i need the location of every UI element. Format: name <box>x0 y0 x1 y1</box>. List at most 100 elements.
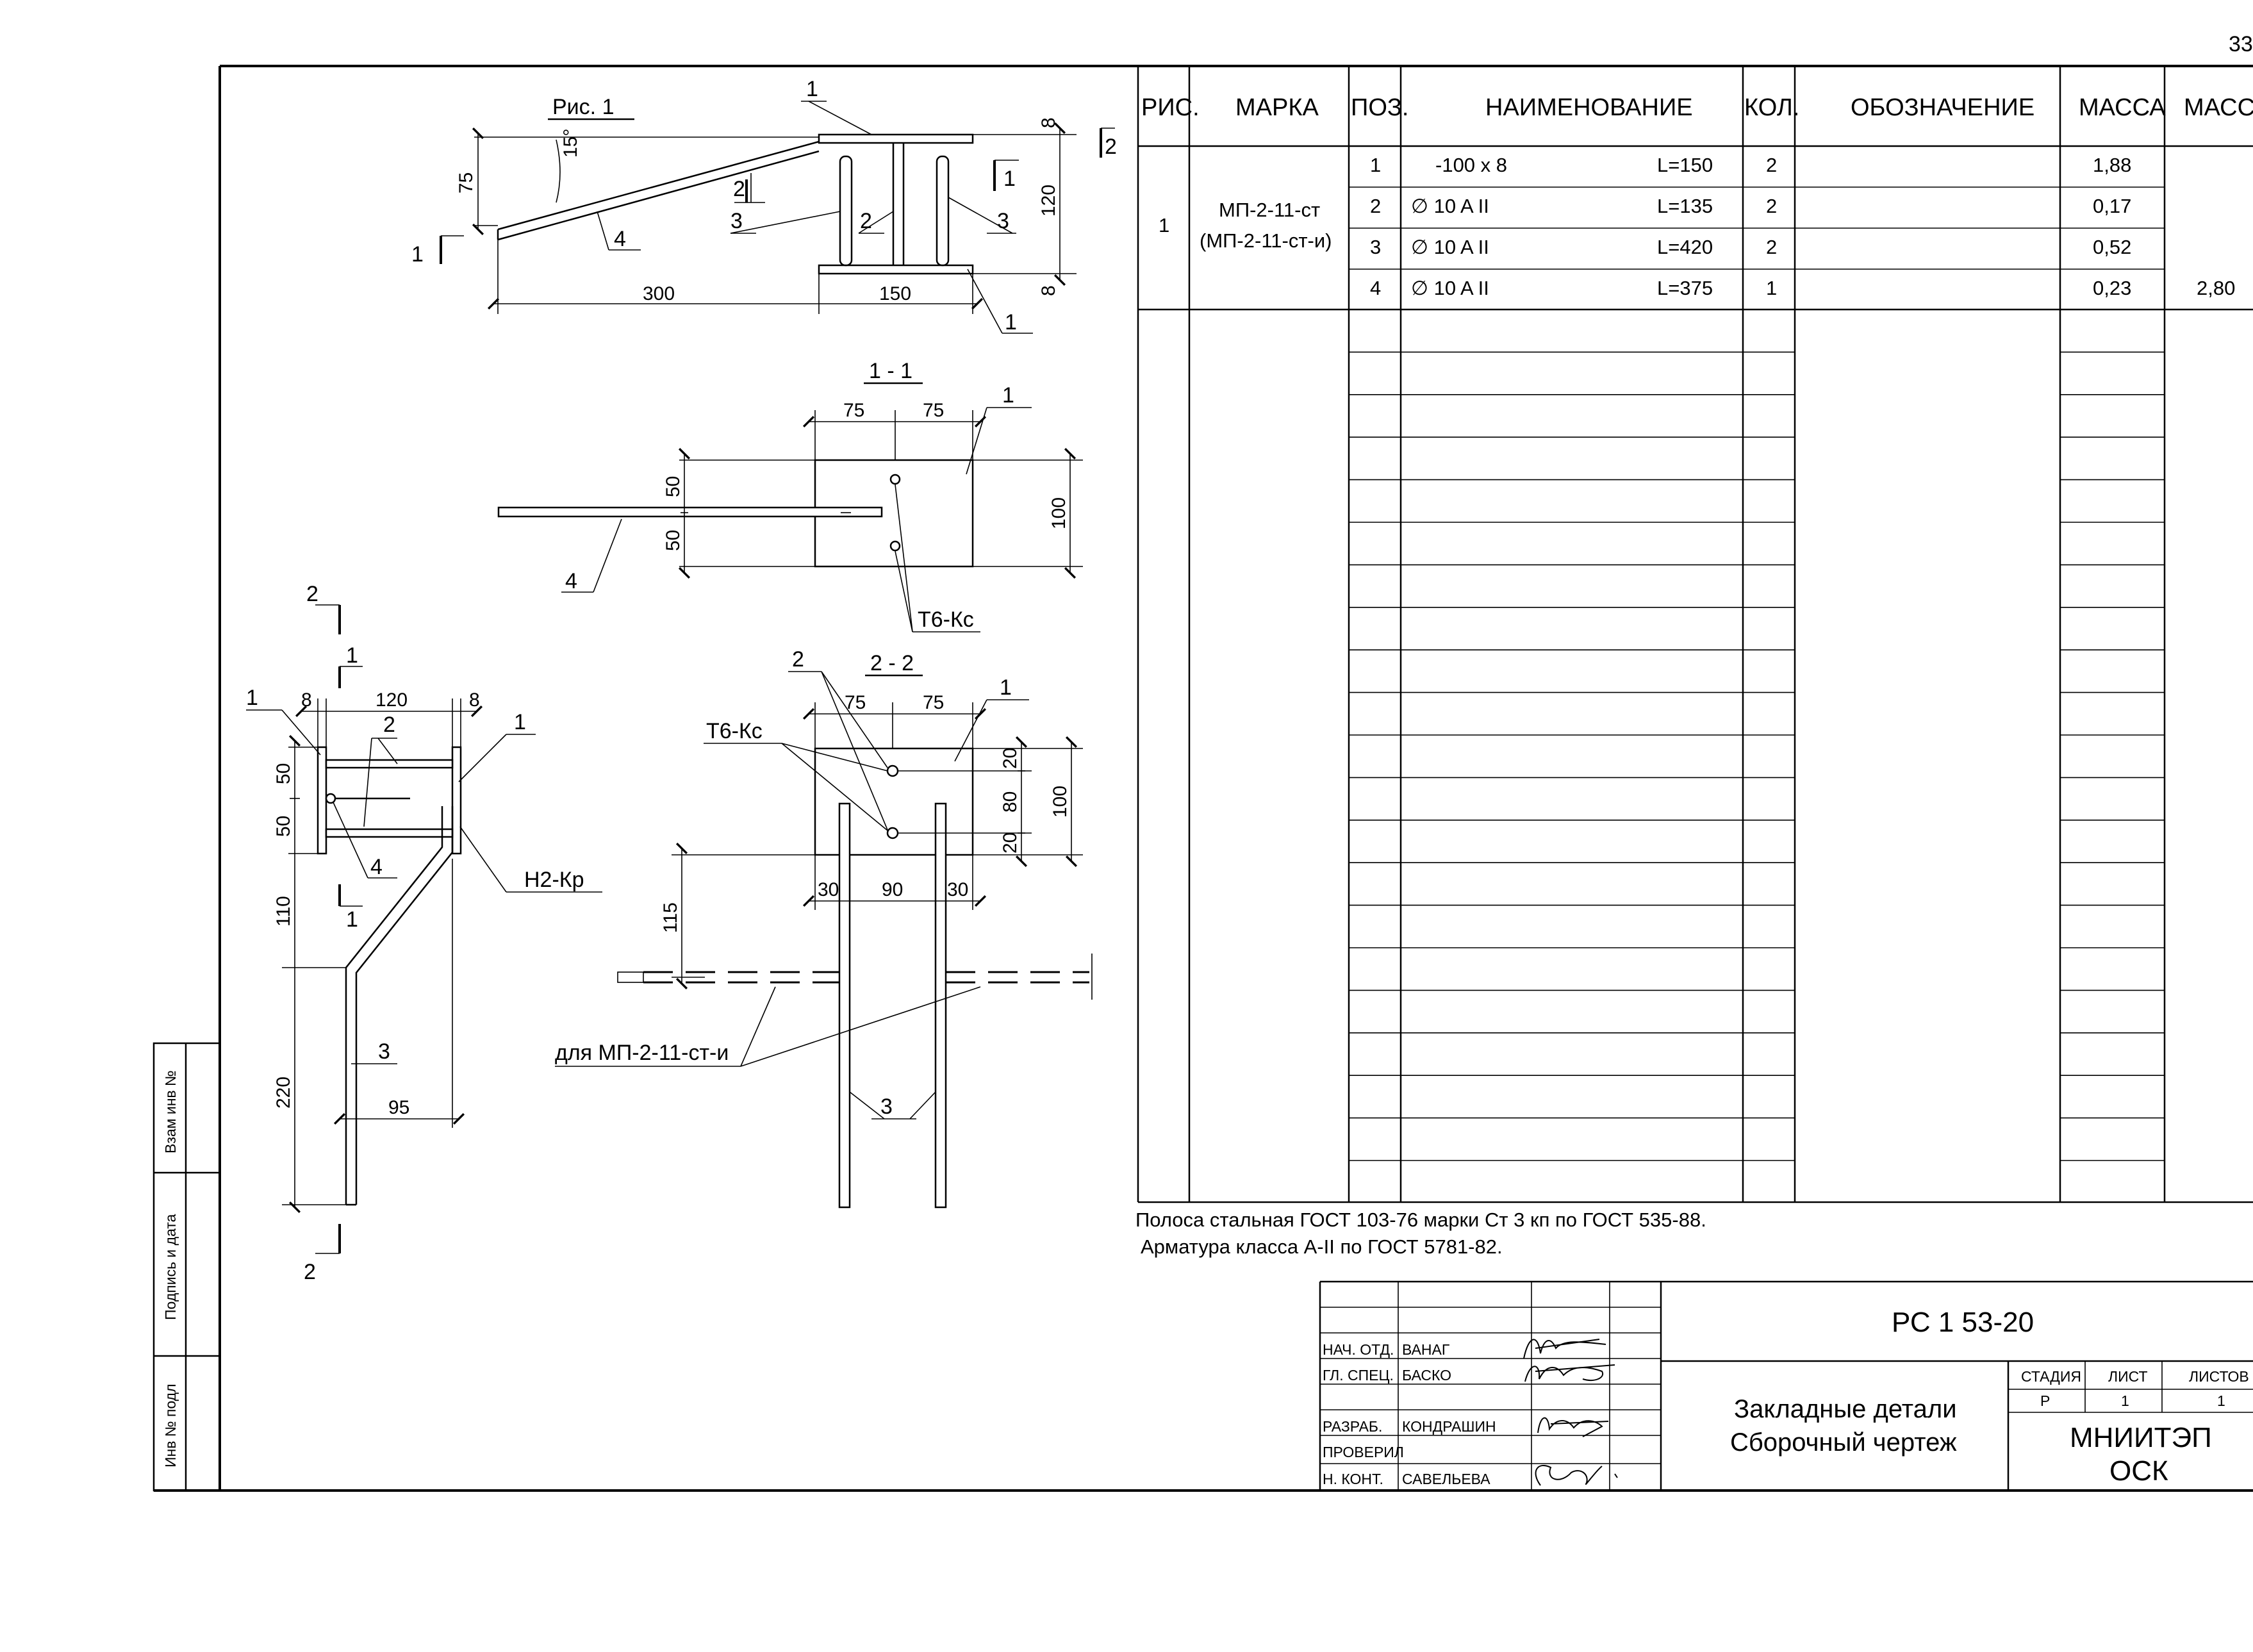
tb-sheet: 1 <box>2121 1392 2129 1409</box>
end-pos2: 2 <box>383 713 395 737</box>
fig1-pos2-mid: 2 <box>860 209 872 233</box>
page-number: 33 <box>2229 32 2253 56</box>
dim-100-s11: 100 <box>1048 497 1069 529</box>
row3-pos: 3 <box>1370 236 1381 258</box>
signature-kondrashin <box>1537 1417 1609 1437</box>
end-pos1-right: 1 <box>514 710 526 734</box>
note-2: Арматура класса А-II по ГОСТ 5781-82. <box>1141 1235 1503 1258</box>
fig1-title: Рис. 1 <box>552 95 614 119</box>
dim-8-endR: 8 <box>469 690 480 711</box>
fig1-pos1-bottom: 1 <box>1005 310 1017 335</box>
hdr-fig: РИС. <box>1141 94 1200 121</box>
dim-80: 80 <box>1000 791 1021 813</box>
row-fig: 1 <box>1159 214 1169 236</box>
cut1-right: 1 <box>1003 167 1016 191</box>
hdr-qty: КОЛ. <box>1744 94 1799 121</box>
fig1-pos2-left: 2 <box>733 177 745 201</box>
dim-30-left: 30 <box>818 879 839 900</box>
cut1-left: 1 <box>411 242 424 267</box>
fig1-pos3-right: 3 <box>997 209 1009 233</box>
section-2-2-title: 2 - 2 <box>870 651 914 675</box>
row3-qty: 2 <box>1766 236 1777 258</box>
row1-pos: 1 <box>1370 154 1381 176</box>
end-cut1-top: 1 <box>346 643 358 668</box>
row2-qty: 2 <box>1766 195 1777 217</box>
dim-30-right: 30 <box>947 879 968 900</box>
hdr-pos: ПОЗ. <box>1351 94 1408 121</box>
hdr-name: НАИМЕНОВАНИЕ <box>1485 94 1693 121</box>
dim-75-s11b: 75 <box>923 400 944 421</box>
row-mark: МП-2-11-ст <box>1219 199 1320 221</box>
spec-table: РИС. МАРКА ПОЗ. НАИМЕНОВАНИЕ КОЛ. ОБОЗНА… <box>1137 66 2253 1203</box>
dim-20-top: 20 <box>1000 748 1021 769</box>
note-1: Полоса стальная ГОСТ 103-76 марки Ст 3 к… <box>1135 1209 1706 1231</box>
s22-pos1: 1 <box>1000 675 1012 700</box>
row3-name: ∅ 10 A II <box>1411 236 1489 258</box>
tb-role-1: НАЧ. ОТД. <box>1323 1341 1394 1358</box>
row1-qty: 2 <box>1766 154 1777 176</box>
row-lines <box>1349 186 2165 1161</box>
signature-basko <box>1524 1364 1615 1382</box>
tb-stage-header: СТАДИЯ <box>2021 1368 2081 1385</box>
stamp-inventory: Инв № подл <box>162 1384 179 1468</box>
row4-pos: 4 <box>1370 277 1381 299</box>
tb-name-2: БАСКО <box>1402 1367 1451 1384</box>
dim-50-s11a: 50 <box>663 476 684 497</box>
s22-pos2: 2 <box>792 647 804 672</box>
row2-name: ∅ 10 A II <box>1411 195 1489 217</box>
stamp-replace: Взам инв № <box>162 1070 179 1153</box>
tb-name-6: САВЕЛЬЕВА <box>1402 1471 1490 1487</box>
end-cut1-bottom: 1 <box>346 907 358 932</box>
tb-code: РС 1 53-20 <box>1892 1307 2034 1338</box>
section-2-2: 2 - 2 75 75 20 80 20 100 <box>555 647 1093 1209</box>
tb-org-1: МНИИТЭП <box>2070 1422 2212 1453</box>
row4-mass: 0,23 <box>2093 277 2131 299</box>
row2-length: L=135 <box>1657 195 1713 217</box>
end-view: 2 2 1 1 8 120 8 50 <box>246 582 602 1284</box>
end-pos4: 4 <box>370 855 383 879</box>
end-cut2-top: 2 <box>306 582 318 606</box>
dim-150-fig1: 150 <box>879 283 911 304</box>
dim-120-end: 120 <box>376 690 408 711</box>
row2-mass: 0,17 <box>2093 195 2131 217</box>
dim-50-endA: 50 <box>273 763 294 784</box>
dim-8-bottom: 8 <box>1038 285 1059 296</box>
dim-110: 110 <box>273 896 294 927</box>
drawing-frame <box>154 65 2253 1492</box>
row4-name: ∅ 10 A II <box>1411 277 1489 299</box>
dim-100-s22: 100 <box>1050 786 1071 818</box>
row1-name: -100 x 8 <box>1435 154 1507 176</box>
row1-length: L=150 <box>1657 154 1713 176</box>
dim-50-s11b: 50 <box>663 530 684 551</box>
dim-50-endB: 50 <box>273 816 294 837</box>
fig1-pos1-top: 1 <box>806 77 818 101</box>
dim-300: 300 <box>643 283 675 304</box>
tb-role-2: ГЛ. СПЕЦ. <box>1323 1367 1394 1384</box>
total-mass: 2,80 <box>2197 277 2235 299</box>
s11-weld: Т6-Кс <box>918 607 974 632</box>
tb-name-4: КОНДРАШИН <box>1402 1418 1496 1435</box>
dim-20-bottom: 20 <box>1000 832 1021 854</box>
s11-pos1: 1 <box>1002 383 1014 408</box>
tb-org-2: ОСК <box>2109 1455 2168 1487</box>
dim-8-top: 8 <box>1038 117 1059 128</box>
dim-75-s11a: 75 <box>843 400 864 421</box>
fig1-side-view: Рис. 1 75 300 150 120 8 8 15° <box>411 77 1117 335</box>
end-pos1-left: 1 <box>246 686 258 710</box>
tb-title-2: Сборочный чертеж <box>1730 1428 1957 1457</box>
dim-120-fig1: 120 <box>1038 185 1059 217</box>
row2-pos: 2 <box>1370 195 1381 217</box>
tb-name-1: ВАНАГ <box>1402 1341 1450 1358</box>
row4-length: L=375 <box>1657 277 1713 299</box>
dim-95: 95 <box>388 1097 409 1118</box>
cut2-top: 2 <box>1105 135 1117 159</box>
fig1-pos3-left: 3 <box>730 209 743 233</box>
fig1-pos4: 4 <box>614 227 626 251</box>
dim-220: 220 <box>273 1077 294 1109</box>
variant-note: для МП-2-11-ст-и <box>555 1041 729 1065</box>
section-1-1-title: 1 - 1 <box>869 359 912 383</box>
end-cut2-bottom: 2 <box>304 1260 316 1284</box>
side-stamp: Взам инв № Подпись и дата Инв № подл <box>153 1042 221 1492</box>
row1-mass: 1,88 <box>2093 154 2131 176</box>
